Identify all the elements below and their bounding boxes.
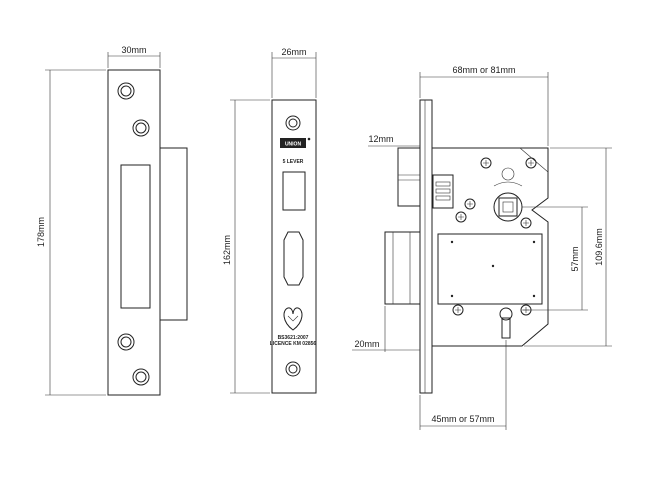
deadbolt-dimension: 12mm (368, 134, 420, 147)
case-screw (464, 198, 476, 210)
forend-height-label: 162mm (222, 235, 232, 265)
bolt-mechanism (432, 174, 454, 209)
forend-body (271, 99, 317, 394)
lock-case-side-view: 68mm or 81mm 12mm 20mm 57mm 109.6mm (352, 65, 612, 430)
strike-width-dimension: 30mm (107, 45, 161, 68)
case-screw (525, 157, 537, 169)
strike-slot (120, 164, 151, 309)
backset-dimension: 68mm or 81mm (419, 65, 549, 146)
brand-text: UNION (285, 142, 302, 148)
case-depth-label: 109.6mm (594, 228, 604, 266)
strike-screw-hole (117, 82, 135, 100)
strike-screw-hole (117, 333, 135, 351)
lever-centres-dimension: 57mm (522, 206, 588, 311)
latch-dimension: 20mm (352, 306, 420, 352)
bolt-throw-label: 20mm (354, 339, 379, 349)
forend-width-dimension: 26mm (271, 47, 317, 98)
inner-plate (437, 233, 543, 305)
forend-screw-hole (285, 361, 301, 377)
deadbolt-opening (282, 171, 306, 211)
case-screw (480, 157, 492, 169)
strike-width-label: 30mm (121, 45, 146, 55)
lever-centres-label: 57mm (570, 246, 580, 271)
case-width-dimension: 45mm or 57mm (419, 340, 507, 430)
case-body (431, 147, 549, 347)
deadbolt-projection-label: 12mm (368, 134, 393, 144)
standard-line1: BS3621:2007 (278, 335, 309, 341)
forend-plate: UNION 5 LEVER BS3621:2007 LICENCE KM 028… (222, 47, 317, 394)
strike-box (159, 147, 188, 321)
case-screw (520, 217, 532, 229)
forend-screw-hole (285, 115, 301, 131)
forend-height-dimension: 162mm (222, 99, 270, 394)
strike-height-dimension: 178mm (36, 69, 106, 396)
forend-width-label: 26mm (281, 47, 306, 57)
strike-screw-hole (132, 119, 150, 137)
strike-height-label: 178mm (36, 217, 46, 247)
strike-screw-hole (132, 368, 150, 386)
strike-plate: 30mm 178mm (36, 45, 188, 396)
latch-bolt (384, 231, 421, 305)
strike-plate-body (107, 69, 161, 396)
lever-text: 5 LEVER (283, 159, 304, 165)
case-depth-dimension: 109.6mm (524, 147, 612, 347)
backset-label: 68mm or 81mm (452, 65, 515, 75)
union-logo: UNION (280, 137, 311, 148)
keyhole-icon (499, 307, 513, 339)
case-screw (452, 304, 464, 316)
case-screw (455, 211, 467, 223)
case-width-label: 45mm or 57mm (431, 414, 494, 424)
latch-opening (283, 231, 304, 286)
kitemark-icon (283, 307, 303, 331)
forend-side (419, 99, 433, 394)
deadbolt (397, 147, 421, 207)
standard-line2: LICENCE KM 02856 (270, 341, 317, 347)
